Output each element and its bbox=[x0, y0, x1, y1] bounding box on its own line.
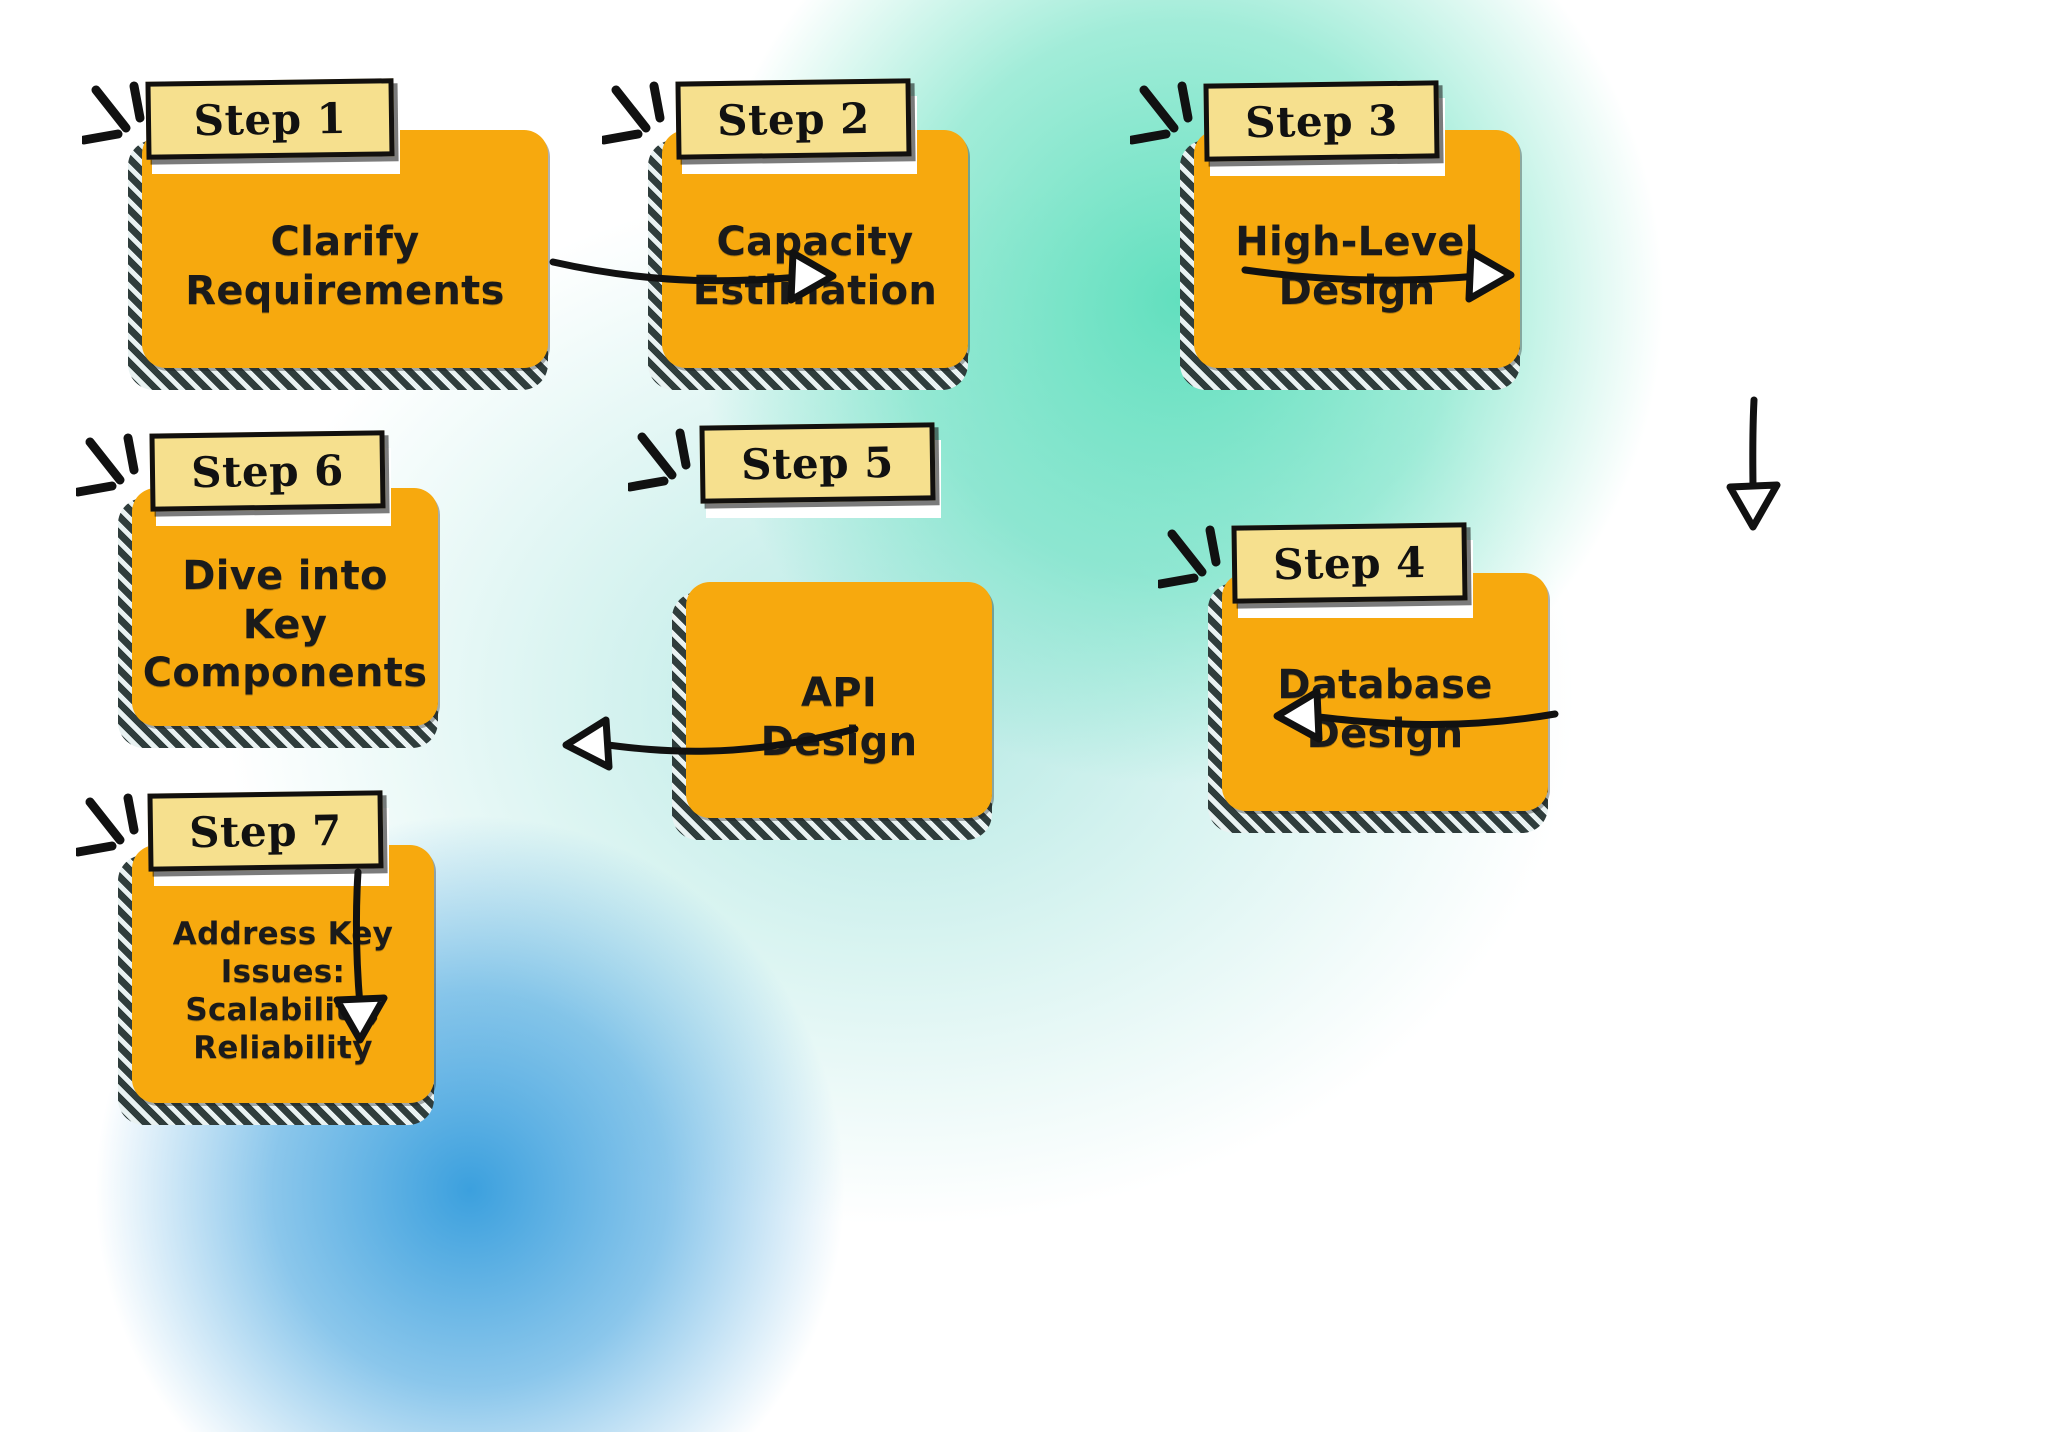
sticker-face: Step 1 bbox=[145, 78, 395, 160]
sticker-step5: Step 5 bbox=[699, 422, 941, 518]
sticker-face: Step 7 bbox=[147, 790, 384, 872]
node-step3[interactable]: High-Level Design bbox=[1180, 130, 1520, 390]
step-label-5: Step 5 bbox=[740, 437, 895, 489]
sticker-step3: Step 3 bbox=[1203, 80, 1445, 176]
node-label-step7: Address Key Issues: Scalability, Reliabi… bbox=[172, 916, 394, 1066]
node-step5[interactable]: API Design bbox=[672, 582, 992, 840]
node-step4[interactable]: Database Design bbox=[1208, 573, 1548, 833]
sticker-step1: Step 1 bbox=[145, 78, 400, 174]
node-step2[interactable]: Capacity Estimation bbox=[648, 130, 968, 390]
step-label-2: Step 2 bbox=[716, 93, 871, 145]
sticker-face: Step 4 bbox=[1231, 522, 1468, 604]
node-label-step2: Capacity Estimation bbox=[692, 219, 938, 314]
edge-step3-step4 bbox=[1726, 396, 1781, 531]
node-body: API Design bbox=[686, 582, 992, 818]
node-body: Dive into Key Components bbox=[132, 488, 438, 726]
step-label-6: Step 6 bbox=[190, 445, 345, 497]
node-step6[interactable]: Dive into Key Components bbox=[118, 488, 438, 748]
step-label-7: Step 7 bbox=[188, 805, 343, 857]
step-label-3: Step 3 bbox=[1244, 95, 1399, 147]
sticker-face: Step 6 bbox=[149, 430, 386, 512]
sticker-step7: Step 7 bbox=[147, 790, 389, 886]
sticker-face: Step 2 bbox=[675, 78, 912, 160]
node-label-step1: Clarify Requirements bbox=[185, 219, 505, 314]
node-step7[interactable]: Address Key Issues: Scalability, Reliabi… bbox=[118, 845, 434, 1125]
node-step1[interactable]: Clarify Requirements bbox=[128, 130, 548, 390]
sticker-step4: Step 4 bbox=[1231, 522, 1473, 618]
node-label-step3: High-Level Design bbox=[1235, 219, 1479, 314]
step-label-1: Step 1 bbox=[193, 93, 347, 145]
node-label-step6: Dive into Key Components bbox=[142, 552, 428, 697]
sticker-face: Step 3 bbox=[1203, 80, 1440, 162]
step-label-4: Step 4 bbox=[1272, 537, 1427, 589]
node-label-step5: API Design bbox=[760, 670, 918, 765]
sticker-step6: Step 6 bbox=[149, 430, 391, 526]
sticker-step2: Step 2 bbox=[675, 78, 917, 174]
node-label-step4: Database Design bbox=[1277, 662, 1493, 757]
sticker-face: Step 5 bbox=[699, 422, 936, 504]
